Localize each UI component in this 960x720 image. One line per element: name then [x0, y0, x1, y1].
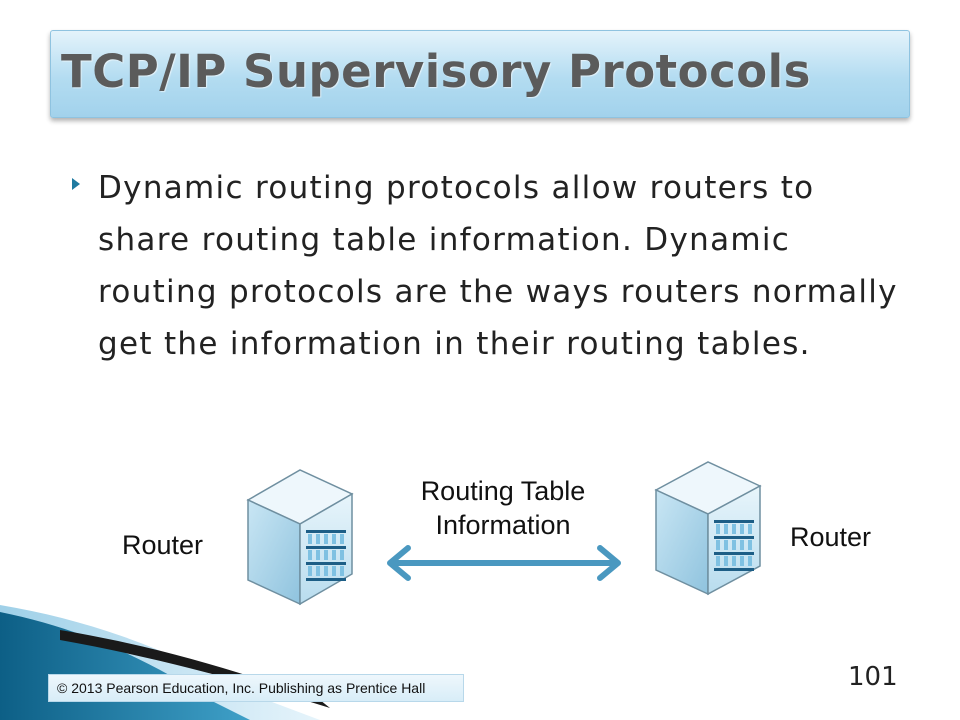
left-router-label: Router	[122, 530, 204, 560]
double-arrow-icon	[387, 545, 621, 581]
router-icon	[654, 461, 762, 596]
routing-table-label-line1: Routing Table	[420, 476, 586, 506]
routing-table-label-line2: Information	[435, 510, 571, 540]
copyright-notice: © 2013 Pearson Education, Inc. Publishin…	[48, 674, 464, 702]
slide-title: TCP/IP Supervisory Protocols	[61, 45, 811, 98]
page-number: 101	[848, 662, 898, 692]
title-banner: TCP/IP Supervisory Protocols	[50, 30, 910, 118]
routing-table-label: Routing Table Information	[383, 474, 623, 542]
router-icon	[246, 469, 354, 606]
bullet-text: Dynamic routing protocols allow routers …	[98, 170, 898, 362]
right-router-label: Router	[790, 522, 872, 552]
bullet-triangle-icon	[72, 178, 80, 190]
